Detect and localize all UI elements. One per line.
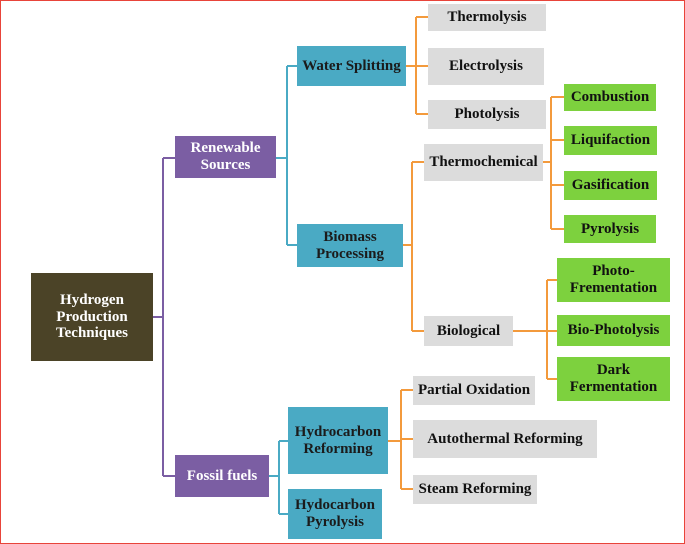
steam-reforming-node: Steam Reforming: [413, 475, 537, 504]
root-node: Hydrogen Production Techniques: [31, 273, 153, 361]
liquifaction-node: Liquifaction: [564, 126, 657, 155]
gasification-node: Gasification: [564, 171, 657, 200]
reforming-connector: [388, 389, 413, 490]
root-connector: [153, 157, 175, 477]
pyrolysis-node: Pyrolysis: [564, 215, 656, 243]
autothermal-reforming-node: Autothermal Reforming: [413, 420, 597, 458]
thermolysis-node: Thermolysis: [428, 4, 546, 31]
thermochemical-node: Thermochemical: [424, 144, 543, 181]
electrolysis-node: Electrolysis: [428, 48, 544, 85]
partial-oxidation-node: Partial Oxidation: [413, 376, 535, 405]
thermochemical-connector: [543, 96, 564, 230]
biomass-connector: [403, 161, 424, 332]
fossil-connector: [269, 440, 288, 515]
water-splitting-connector: [406, 16, 428, 115]
combustion-node: Combustion: [564, 84, 656, 111]
hydrocarbon-pyrolysis-node: Hydocarbon Pyrolysis: [288, 489, 382, 539]
biological-connector: [513, 279, 557, 380]
water-splitting-node: Water Splitting: [297, 46, 406, 86]
renewable-connector: [276, 65, 297, 246]
photolysis-node: Photolysis: [428, 100, 546, 129]
bio-photolysis-node: Bio-Photolysis: [557, 315, 670, 346]
renewable-sources-node: Renewable Sources: [175, 136, 276, 178]
biomass-processing-node: Biomass Processing: [297, 224, 403, 267]
dark-fermentation-node: Dark Fermentation: [557, 357, 670, 401]
hydrocarbon-reforming-node: Hydrocarbon Reforming: [288, 407, 388, 474]
biological-node: Biological: [424, 316, 513, 346]
fossil-fuels-node: Fossil fuels: [175, 455, 269, 497]
photo-fermentation-node: Photo- Frementation: [557, 258, 670, 302]
